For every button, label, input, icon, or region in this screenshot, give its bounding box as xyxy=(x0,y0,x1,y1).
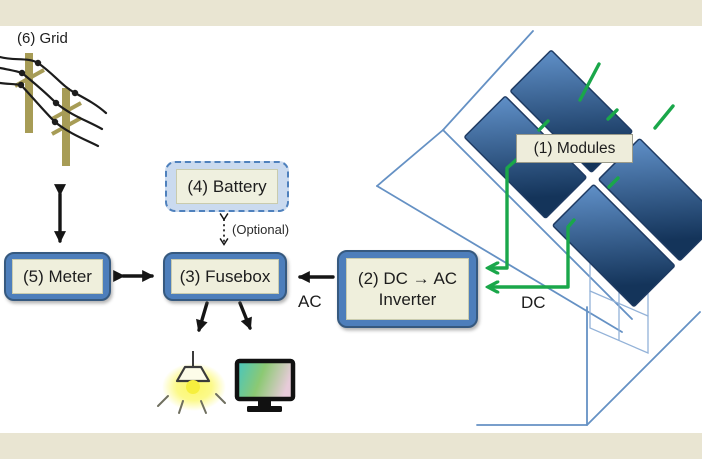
bottom-margin-band xyxy=(0,433,702,459)
inverter-label-line1: (2) DC → AC xyxy=(357,268,458,288)
modules-label: (1) Modules xyxy=(533,139,616,157)
lamp-icon xyxy=(157,351,226,414)
monitor-icon xyxy=(234,358,296,412)
ac-label: AC xyxy=(298,292,322,311)
dc-label: DC xyxy=(521,293,546,312)
panel-wire-stub xyxy=(578,62,601,102)
panel-wire-stub xyxy=(653,104,675,130)
fusebox-label: (3) Fusebox xyxy=(179,266,271,286)
meter-node: (5) Meter xyxy=(4,252,111,301)
insulators xyxy=(17,59,79,126)
top-margin-band xyxy=(0,0,702,26)
fusebox-node: (3) Fusebox xyxy=(163,252,287,301)
solar-panel-icon xyxy=(464,50,702,307)
power-wires xyxy=(0,55,108,148)
right-wall-base-line xyxy=(586,311,701,426)
panel-wire-stub xyxy=(607,176,620,189)
battery-node: (4) Battery xyxy=(165,161,289,212)
inverter-label-line2: Inverter xyxy=(378,290,437,309)
house-icon xyxy=(376,30,701,426)
roof-fascia-line xyxy=(376,185,623,333)
dc-wire-green xyxy=(489,62,675,287)
panel-wire-stub xyxy=(606,108,619,121)
dc-wire-lower xyxy=(489,218,576,287)
meter-node-inner: (5) Meter xyxy=(12,259,103,294)
grid-label: (6) Grid xyxy=(17,30,68,47)
inverter-node: (2) DC → AC Inverter xyxy=(337,250,478,328)
inverter-node-inner: (2) DC → AC Inverter xyxy=(346,258,469,320)
fusebox-monitor-arrow xyxy=(238,301,252,331)
fusebox-node-inner: (3) Fusebox xyxy=(171,259,279,294)
roof-ridge-line xyxy=(442,30,534,131)
panel-wire-stub xyxy=(537,119,550,132)
roof-left-overhang-line xyxy=(376,129,444,187)
meter-label: (5) Meter xyxy=(23,266,92,286)
battery-label: (4) Battery xyxy=(187,176,267,196)
dc-wire-upper xyxy=(489,151,526,268)
power-lines-icon xyxy=(0,53,108,166)
battery-node-inner: (4) Battery xyxy=(176,169,278,204)
optional-label: (Optional) xyxy=(232,222,290,237)
modules-node: (1) Modules xyxy=(516,134,633,163)
roof-eave-line xyxy=(442,129,633,320)
fusebox-lamp-arrow xyxy=(196,301,209,333)
